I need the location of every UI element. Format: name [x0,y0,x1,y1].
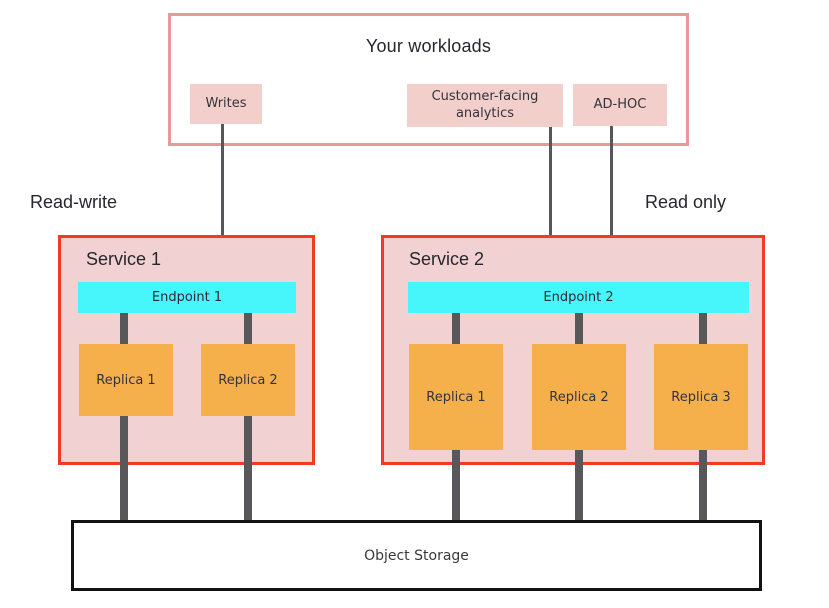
connector-s2-ep-replica3 [699,313,707,344]
connector-s1-replica2-storage [244,416,252,522]
service-2-replica-1: Replica 1 [409,344,503,450]
workloads-title: Your workloads [365,36,492,56]
service-2-title: Service 2 [409,249,485,269]
connector-s2-ep-replica1 [452,313,460,344]
label-read-write: Read-write [30,192,118,212]
connector-s1-ep-replica1 [120,313,128,344]
arrow-writes-line [221,124,224,252]
workload-chip-adhoc: AD-HOC [573,84,667,126]
service-2-replica-3: Replica 3 [654,344,748,450]
connector-s2-replica3-storage [699,450,707,522]
service-2-replica-2: Replica 2 [532,344,626,450]
service-1-endpoint: Endpoint 1 [78,282,296,313]
object-storage-box: Object Storage [71,520,762,591]
service-1-replica-1: Replica 1 [79,344,173,416]
arrow-analytics-line [549,127,552,261]
connector-s2-ep-replica2 [575,313,583,344]
service-2-box: Service 2 Endpoint 2 Replica 1 Replica 2… [381,235,765,465]
connector-s1-replica1-storage [120,416,128,522]
service-1-replica-2: Replica 2 [201,344,295,416]
connector-s1-ep-replica2 [244,313,252,344]
arrow-adhoc-line [610,126,613,261]
workload-chip-analytics: Customer-facing analytics [407,84,563,127]
connector-s2-replica2-storage [575,450,583,522]
workload-chip-writes: Writes [190,84,262,124]
service-1-box: Service 1 Endpoint 1 Replica 1 Replica 2 [58,235,315,465]
label-read-only: Read only [645,192,727,212]
service-2-endpoint: Endpoint 2 [408,282,749,313]
workloads-box: Your workloads Writes Customer-facing an… [168,13,689,146]
connector-s2-replica1-storage [452,450,460,522]
service-1-title: Service 1 [86,249,162,269]
